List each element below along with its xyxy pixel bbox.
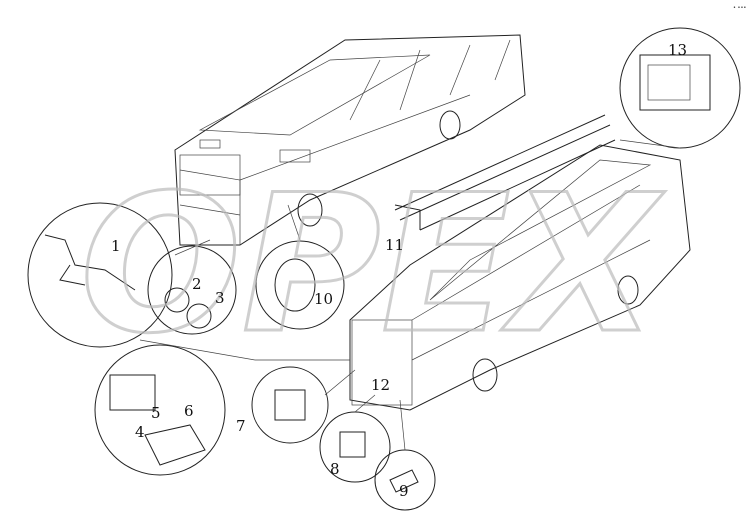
leader-lines	[139, 139, 681, 451]
callout-8: 8	[330, 460, 340, 478]
callout-7: 7	[236, 417, 246, 435]
part-sketches	[44, 54, 711, 493]
callout-12: 12	[371, 376, 390, 394]
callout-2: 2	[192, 275, 202, 293]
callout-13: 13	[668, 41, 687, 59]
bus-rear-view	[349, 144, 691, 411]
callout-3: 3	[215, 289, 225, 307]
watermark-logo: OPEX	[80, 154, 666, 375]
callout-11: 11	[385, 236, 404, 254]
bus-front-view	[174, 34, 526, 246]
roof-rail-part	[394, 114, 616, 231]
corner-mark: • •••	[733, 5, 746, 11]
callout-10: 10	[314, 290, 333, 308]
callout-4: 4	[135, 423, 145, 441]
detail-circles	[27, 27, 741, 511]
callout-6: 6	[184, 402, 194, 420]
callout-9: 9	[399, 482, 409, 500]
callout-labels: 1 2 3 4 5 6 7 8 9 10 11 12 13	[111, 41, 687, 500]
callout-5: 5	[151, 404, 161, 422]
callout-1: 1	[111, 237, 121, 255]
